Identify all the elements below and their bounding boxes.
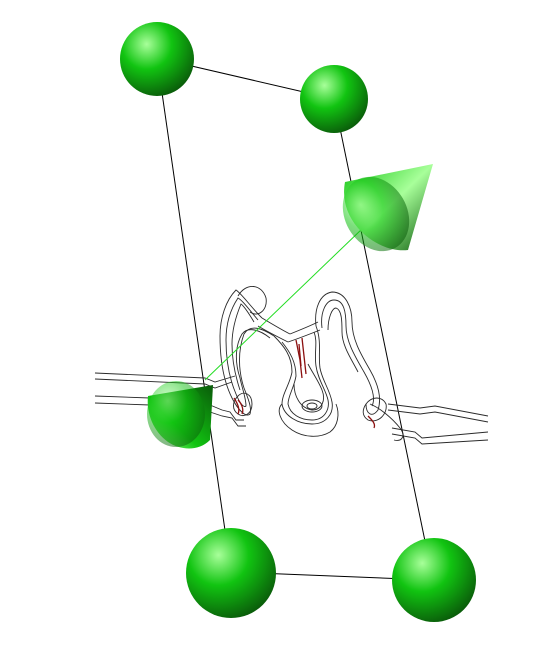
central-node-ring [301, 399, 323, 413]
sphere-top-left[interactable] [120, 22, 194, 96]
accent-central-stem-c [298, 343, 302, 367]
high-density-contours [233, 337, 376, 429]
cone-base-upper-right [342, 176, 410, 252]
accent-right-foot [367, 415, 376, 429]
crossbar-left [261, 317, 291, 335]
left-top-loop [237, 286, 267, 315]
slab-line-left-5 [209, 404, 244, 421]
slab-line-right-1 [387, 403, 489, 417]
right-arm-mid [321, 299, 375, 407]
slab-line-right-3 [391, 427, 489, 439]
slab-line-left-1 [94, 372, 236, 383]
box-edge-left [156, 57, 232, 573]
slab-line-left-3 [94, 395, 151, 399]
slab-line-right-2 [387, 409, 489, 423]
right-foot [362, 397, 387, 422]
unit-cell-box [156, 57, 434, 581]
left-foot [233, 392, 253, 416]
contour-slice [94, 286, 489, 445]
lower-fringe-left [278, 403, 339, 437]
cone-lower-left[interactable] [147, 381, 213, 449]
sphere-bottom-left[interactable] [186, 528, 276, 618]
crossbar-left-2 [257, 325, 289, 343]
slab-line-right-4 [391, 433, 489, 445]
lower-fringe-right [369, 403, 404, 441]
accent-central-stem-b [301, 337, 307, 375]
left-arm-outer [219, 289, 275, 416]
cone-base-lower-left [147, 381, 205, 447]
central-body-mid [281, 331, 329, 421]
sphere-bottom-right[interactable] [392, 538, 476, 622]
right-arm-outer [315, 291, 381, 415]
slab-line-left-4 [94, 402, 151, 406]
right-arm-inner [327, 307, 359, 373]
accent-left-foot [237, 399, 244, 415]
left-arm-inner [231, 303, 255, 391]
box-edge-right [333, 98, 434, 581]
accent-left-foot-b [233, 397, 240, 415]
crossbar-right [289, 321, 319, 335]
central-body-outer [273, 325, 333, 425]
crossbar-right-2 [287, 329, 321, 343]
slab-line-left-6 [209, 411, 246, 427]
central-body-inner [293, 363, 324, 411]
vector-link [204, 227, 364, 381]
cone-upper-right[interactable] [330, 164, 433, 263]
central-node-ring-inner [306, 402, 318, 410]
sphere-top-right[interactable] [300, 65, 368, 133]
